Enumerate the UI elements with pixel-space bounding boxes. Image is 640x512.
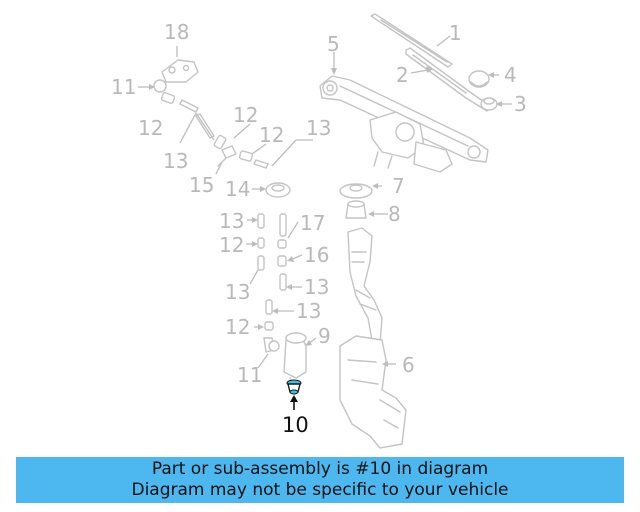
grommet-14 bbox=[265, 182, 291, 198]
parts-diagram: 1 2 3 4 5 6 7 8 9 10 11 11 12 12 12 12 1… bbox=[111, 13, 527, 449]
callout-12-e: 12 bbox=[225, 315, 250, 339]
hose-joint-12c bbox=[238, 150, 254, 162]
highlighted-pump-grommet bbox=[286, 379, 302, 395]
callout-11-bottom: 11 bbox=[237, 363, 262, 387]
washer-reservoir bbox=[339, 227, 407, 449]
callout-15: 15 bbox=[189, 173, 214, 197]
callout-13-e: 13 bbox=[304, 275, 329, 299]
callout-8: 8 bbox=[388, 202, 401, 226]
callout-3: 3 bbox=[514, 92, 527, 116]
wiper-blade bbox=[370, 13, 453, 68]
leader-lines bbox=[138, 35, 512, 410]
callout-12-a: 12 bbox=[138, 116, 163, 140]
hose-joint-12a bbox=[160, 92, 176, 104]
callout-1: 1 bbox=[449, 21, 462, 45]
banner-line-disclaimer: Diagram may not be specific to your vehi… bbox=[131, 480, 509, 500]
callout-11-top: 11 bbox=[111, 75, 136, 99]
info-banner: Part or sub-assembly is #10 in diagram D… bbox=[16, 457, 624, 503]
callout-5: 5 bbox=[327, 32, 340, 56]
callout-16: 16 bbox=[304, 243, 329, 267]
callout-12-c: 12 bbox=[259, 123, 284, 147]
callout-6: 6 bbox=[402, 353, 415, 377]
callout-12-b: 12 bbox=[233, 103, 258, 127]
washer-pump bbox=[283, 332, 307, 383]
filler-fitting bbox=[345, 200, 367, 219]
callout-14: 14 bbox=[225, 177, 250, 201]
callout-labels: 1 2 3 4 5 6 7 8 9 10 11 11 12 12 12 12 1… bbox=[111, 20, 527, 437]
callout-13-f: 13 bbox=[296, 299, 321, 323]
callout-13-c: 13 bbox=[219, 209, 244, 233]
hose-joint-12b bbox=[213, 134, 227, 150]
callout-12-d: 12 bbox=[219, 233, 244, 257]
rear-nozzle bbox=[161, 59, 199, 83]
callout-2: 2 bbox=[396, 63, 409, 87]
banner-line-part-number: Part or sub-assembly is #10 in diagram bbox=[151, 459, 489, 479]
hose-column bbox=[257, 213, 287, 353]
hose-13b bbox=[253, 159, 269, 169]
wiper-linkage bbox=[319, 75, 489, 173]
callout-9: 9 bbox=[318, 324, 331, 348]
callout-10: 10 bbox=[282, 413, 309, 437]
callout-13-b: 13 bbox=[306, 116, 331, 140]
connector-11a bbox=[153, 79, 167, 93]
nut-cap bbox=[468, 70, 490, 88]
nut bbox=[480, 97, 498, 111]
callout-7: 7 bbox=[392, 174, 405, 198]
callout-13-d: 13 bbox=[225, 280, 250, 304]
callout-18: 18 bbox=[164, 20, 189, 44]
callout-4: 4 bbox=[504, 63, 517, 87]
filler-cap bbox=[339, 183, 373, 199]
callout-17: 17 bbox=[300, 211, 325, 235]
callout-13-a: 13 bbox=[163, 149, 188, 173]
